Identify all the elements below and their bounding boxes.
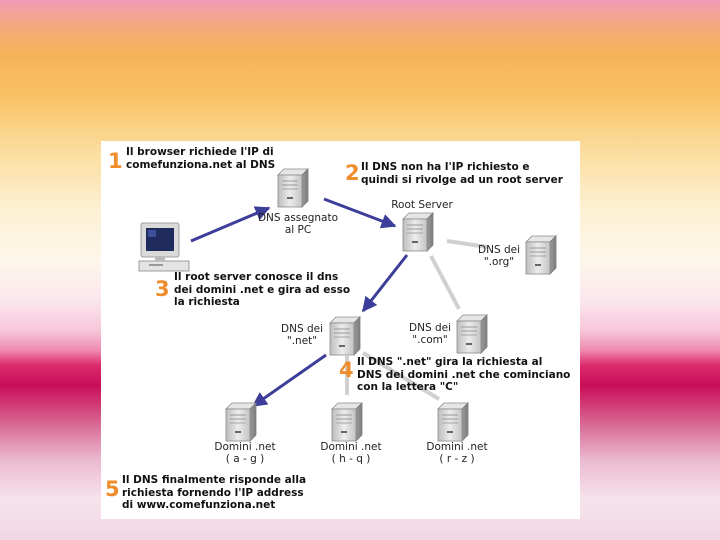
diagram-graphics [138,168,557,442]
computer-icon [138,222,190,272]
server-icon-domini-ag [225,402,257,442]
arrow-net-to-domini [251,353,327,408]
server-icon-dns-pc [277,168,309,208]
step-number: 1 [108,149,123,173]
step-number: 5 [105,477,120,501]
server-icon-dns-com [456,314,488,354]
step-number: 2 [345,161,360,185]
server-icon-domini-rz [437,402,469,442]
label-dns-com: DNS dei ".com" [409,322,451,346]
dns-diagram: 1 Il browser richiede l'IP di comefunzio… [101,141,580,519]
label-root-server: Root Server [391,199,453,211]
step-text: Il DNS non ha l'IP richiesto e quindi si… [361,161,563,186]
step-text: Il browser richiede l'IP di comefunziona… [126,146,276,171]
arrow-root-to-net [361,254,409,313]
server-icon-root [402,212,434,252]
link-root-org [446,239,488,249]
label-domini-hq: Domini .net ( h - q ) [320,441,382,465]
label-dns-org: DNS dei ".org" [478,244,520,268]
link-root-com [429,255,461,310]
step-number: 4 [339,358,354,382]
server-icon-domini-hq [331,402,363,442]
label-dns-pc: DNS assegnato al PC [257,212,339,236]
server-icon-dns-net [329,316,361,356]
label-dns-net: DNS dei ".net" [281,323,323,347]
label-domini-ag: Domini .net ( a - g ) [214,441,276,465]
link-net-rz [361,351,441,401]
server-icon-dns-org [525,235,557,275]
step-text: Il DNS ".net" gira la richiesta al DNS d… [357,356,571,393]
arrow-dns-to-root [323,197,397,229]
arrow-pc-to-dns [190,206,271,243]
step-text: Il root server conosce il dns dei domini… [174,271,351,308]
step-text: Il DNS finalmente risponde alla richiest… [122,474,307,511]
label-domini-rz: Domini .net ( r - z ) [426,441,488,465]
step-number: 3 [155,277,170,301]
